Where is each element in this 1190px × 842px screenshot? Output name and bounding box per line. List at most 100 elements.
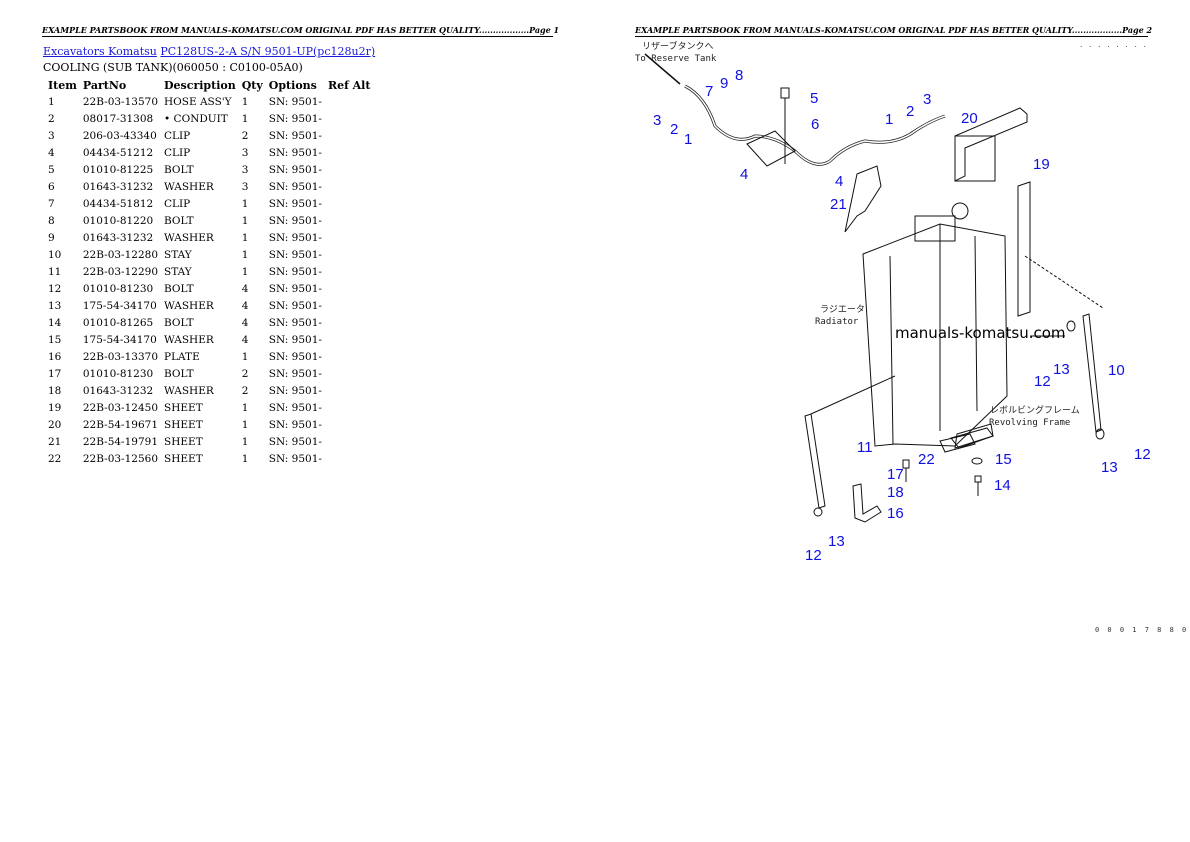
radiator-label-jp: ラジエータ [820, 304, 865, 315]
parts-table: Item PartNo Description Qty Options Ref … [45, 77, 373, 467]
cell-ref-alt [325, 297, 374, 314]
cell-item: 6 [48, 180, 55, 193]
cell-qty: 1 [241, 350, 249, 363]
cell-ref-alt [325, 161, 374, 178]
cell-description: SHEET [164, 435, 203, 448]
cell-qty: 1 [241, 401, 249, 414]
cell-ref-alt [325, 93, 374, 110]
svg-text:16: 16 [887, 505, 904, 522]
table-row: 21 22B-54-19791 SHEET 1 SN: 9501- [45, 433, 373, 450]
cell-partno: 22B-03-12560 [82, 452, 159, 465]
cell-item: 8 [48, 214, 55, 227]
svg-text:7: 7 [705, 83, 713, 100]
cell-options: SN: 9501- [268, 95, 322, 108]
reserve-tank-label-jp: リザーブタンクへ [642, 40, 713, 52]
cell-partno: 01010-81230 [82, 282, 154, 295]
svg-text:13: 13 [1053, 361, 1070, 378]
reserve-tank-label-en: To Reserve Tank [635, 54, 717, 64]
svg-text:10: 10 [1108, 362, 1125, 379]
breadcrumb-link-model[interactable]: PC128US-2-A S/N 9501-UP(pc128u2r) [160, 45, 376, 58]
cell-qty: 1 [241, 112, 249, 125]
cell-partno: 22B-54-19791 [82, 435, 159, 448]
cell-description: BOLT [164, 316, 194, 329]
radiator-label-en: Radiator [815, 317, 859, 327]
cell-ref-alt [325, 263, 374, 280]
cell-description: SHEET [164, 401, 203, 414]
breadcrumb-link-excavators[interactable]: Excavators Komatsu [43, 45, 157, 58]
cell-description: STAY [164, 265, 192, 278]
svg-text:1: 1 [684, 131, 692, 148]
cell-ref-alt [325, 382, 374, 399]
cell-partno: 206-03-43340 [82, 129, 157, 142]
cell-description: STAY [164, 248, 192, 261]
header-divider [635, 36, 1148, 37]
cell-item: 1 [48, 95, 55, 108]
cell-item: 4 [48, 146, 55, 159]
cell-qty: 4 [241, 282, 249, 295]
page-header: EXAMPLE PARTSBOOK FROM MANUALS-KOMATSU.C… [42, 25, 560, 35]
cell-ref-alt [325, 331, 374, 348]
cell-qty: 2 [241, 129, 249, 142]
cell-description: PLATE [164, 350, 200, 363]
cell-options: SN: 9501- [268, 316, 322, 329]
cell-partno: 01643-31232 [82, 231, 154, 244]
cell-ref-alt [325, 110, 374, 127]
cell-partno: 22B-03-12290 [82, 265, 159, 278]
frame-label-en: Revolving Frame [989, 418, 1070, 428]
cell-description: SHEET [164, 452, 203, 465]
svg-text:12: 12 [1034, 373, 1051, 390]
cell-description: CLIP [164, 146, 191, 159]
cell-partno: 01010-81225 [82, 163, 154, 176]
cell-description: WASHER [164, 231, 214, 244]
cell-qty: 4 [241, 333, 249, 346]
cell-item: 18 [48, 384, 62, 397]
cell-partno: 04434-51812 [82, 197, 154, 210]
cell-partno: 01010-81220 [82, 214, 154, 227]
svg-text:3: 3 [923, 91, 931, 108]
page-1: EXAMPLE PARTSBOOK FROM MANUALS-KOMATSU.C… [42, 25, 560, 467]
cell-ref-alt [325, 399, 374, 416]
cell-options: SN: 9501- [268, 129, 322, 142]
cell-description: WASHER [164, 299, 214, 312]
svg-text:15: 15 [995, 451, 1012, 468]
cell-ref-alt [325, 195, 374, 212]
cell-description: CLIP [164, 197, 191, 210]
svg-text:6: 6 [811, 116, 819, 133]
exploded-parts-diagram: リザーブタンクへ To Reserve Tank ラジエータ Radiator … [635, 40, 1151, 564]
cell-ref-alt [325, 127, 374, 144]
cell-qty: 2 [241, 384, 249, 397]
cell-partno: 01643-31232 [82, 384, 154, 397]
cell-ref-alt [325, 178, 374, 195]
svg-text:14: 14 [994, 477, 1011, 494]
cell-item: 19 [48, 401, 62, 414]
cell-item: 14 [48, 316, 62, 329]
cell-qty: 1 [241, 197, 249, 210]
cell-qty: 1 [241, 248, 249, 261]
cell-partno: 22B-03-12450 [82, 401, 159, 414]
col-partno: PartNo [82, 78, 127, 92]
cell-description: BOLT [164, 282, 194, 295]
cell-item: 5 [48, 163, 55, 176]
cell-description: WASHER [164, 333, 214, 346]
cell-item: 21 [48, 435, 62, 448]
cell-ref-alt [325, 246, 374, 263]
svg-text:20: 20 [961, 110, 978, 127]
cell-ref-alt [325, 450, 374, 467]
cell-item: 13 [48, 299, 62, 312]
cell-item: 12 [48, 282, 62, 295]
cell-options: SN: 9501- [268, 435, 322, 448]
cell-qty: 1 [241, 435, 249, 448]
cell-description: HOSE ASS'Y [164, 95, 232, 108]
cell-qty: 1 [241, 452, 249, 465]
cell-ref-alt [325, 229, 374, 246]
cell-partno: 175-54-34170 [82, 333, 157, 346]
top-right-marker: . . . . . . . . [1079, 40, 1148, 49]
